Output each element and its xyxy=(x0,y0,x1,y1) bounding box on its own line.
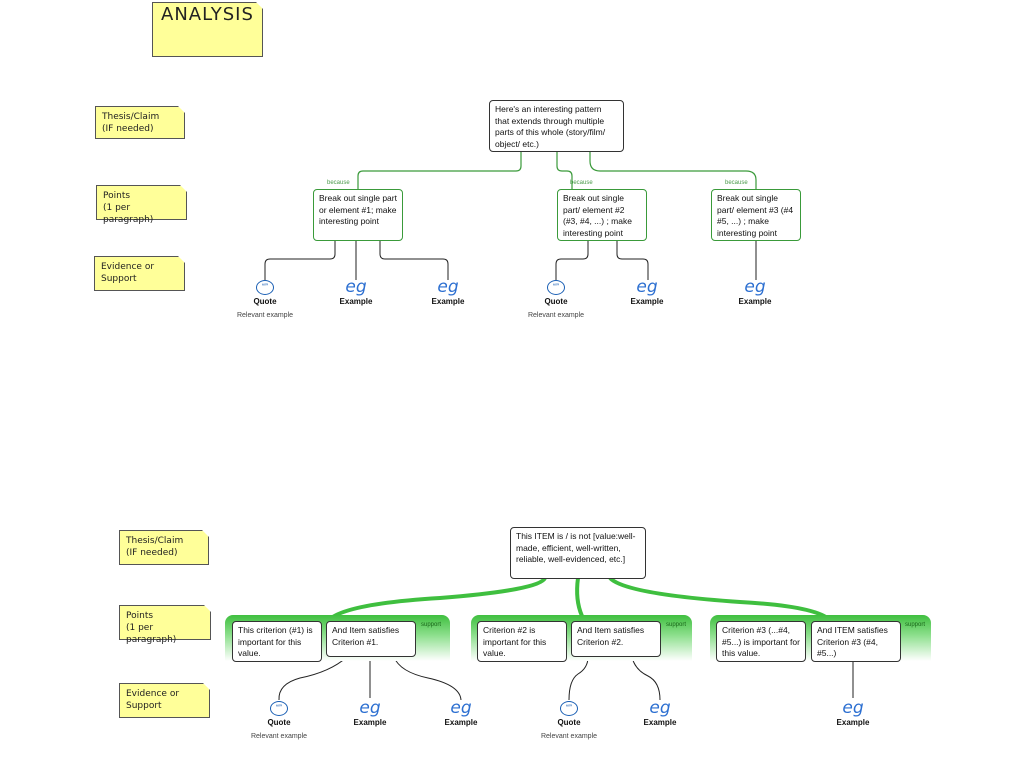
link-p2-example xyxy=(616,241,649,280)
support-label-1: support xyxy=(421,622,442,628)
top-point-2[interactable]: Break out single part/ element #2 (#3, #… xyxy=(557,189,647,241)
example-icon: eg xyxy=(359,698,381,718)
link-root-band1 xyxy=(325,576,547,624)
title-note: ANALYSIS xyxy=(152,2,263,57)
bottom-evidence-example-2[interactable]: eg Example xyxy=(426,698,496,728)
thesis-label-top: Thesis/Claim (IF needed) xyxy=(95,106,185,139)
top-evidence-quote-2[interactable]: “” Quote Relevant example xyxy=(521,280,591,319)
criterion-node-2[interactable]: Criterion #2 is important for this value… xyxy=(477,621,567,662)
example-icon: eg xyxy=(450,698,472,718)
bottom-root-node[interactable]: This ITEM is / is not [value:well-made, … xyxy=(510,527,646,579)
top-point-3[interactable]: Break out single part/ element #3 (#4 #5… xyxy=(711,189,801,241)
example-icon: eg xyxy=(649,698,671,718)
link-s1-example2 xyxy=(393,656,462,701)
example-label: Example xyxy=(836,718,870,727)
example-icon: eg xyxy=(842,698,864,718)
points-label-bottom: Points (1 per paragraph) xyxy=(119,605,211,645)
relevant-example-label: Relevant example xyxy=(250,733,308,740)
top-evidence-example-2[interactable]: eg Example xyxy=(413,277,483,307)
quote-label: Quote xyxy=(544,297,568,306)
relevant-example-label: Relevant example xyxy=(236,312,294,319)
because-label-2: because xyxy=(570,180,593,186)
top-evidence-example-1[interactable]: eg Example xyxy=(321,277,391,307)
top-evidence-quote-1[interactable]: “” Quote Relevant example xyxy=(230,280,300,319)
thesis-label-bottom: Thesis/Claim (IF needed) xyxy=(119,530,209,565)
example-label: Example xyxy=(444,718,478,727)
bottom-evidence-quote-2[interactable]: “” Quote Relevant example xyxy=(534,701,604,740)
quote-icon: “” xyxy=(547,280,565,295)
satisfies-node-1[interactable]: And Item satisfies Criterion #1. xyxy=(326,621,416,657)
because-label-3: because xyxy=(725,180,748,186)
quote-icon: “” xyxy=(256,280,274,295)
support-label-3: support xyxy=(905,622,926,628)
example-label: Example xyxy=(431,297,465,306)
link-s2-example xyxy=(631,656,661,701)
link-root-point3 xyxy=(589,152,757,190)
bottom-evidence-example-1[interactable]: eg Example xyxy=(335,698,405,728)
satisfies-node-2[interactable]: And Item satisfies Criterion #2. xyxy=(571,621,661,657)
top-root-node[interactable]: Here's an interesting pattern that exten… xyxy=(489,100,624,152)
quote-icon: “” xyxy=(560,701,578,716)
points-label-top: Points (1 per paragraph) xyxy=(96,185,187,225)
bottom-evidence-example-3[interactable]: eg Example xyxy=(625,698,695,728)
example-label: Example xyxy=(630,297,664,306)
bottom-evidence-example-4[interactable]: eg Example xyxy=(818,698,888,728)
link-p2-quote xyxy=(555,241,589,280)
example-label: Example xyxy=(738,297,772,306)
link-root-band3 xyxy=(608,576,832,622)
quote-label: Quote xyxy=(557,718,581,727)
link-root-point1 xyxy=(357,152,522,190)
evidence-label-bottom: Evidence or Support xyxy=(119,683,210,718)
example-label: Example xyxy=(339,297,373,306)
link-s2-quote xyxy=(568,656,589,701)
top-evidence-example-3[interactable]: eg Example xyxy=(612,277,682,307)
bottom-evidence-quote-1[interactable]: “” Quote Relevant example xyxy=(244,701,314,740)
criterion-node-1[interactable]: This criterion (#1) is important for thi… xyxy=(232,621,322,662)
link-root-point2 xyxy=(556,152,573,190)
example-icon: eg xyxy=(437,277,459,297)
top-evidence-example-4[interactable]: eg Example xyxy=(720,277,790,307)
relevant-example-label: Relevant example xyxy=(540,733,598,740)
quote-icon: “” xyxy=(270,701,288,716)
example-label: Example xyxy=(643,718,677,727)
top-point-1[interactable]: Break out single part or element #1; mak… xyxy=(313,189,403,241)
example-label: Example xyxy=(353,718,387,727)
quote-label: Quote xyxy=(267,718,291,727)
criterion-node-3[interactable]: Criterion #3 (...#4, #5...) is important… xyxy=(716,621,806,662)
evidence-label-top: Evidence or Support xyxy=(94,256,185,291)
satisfies-node-3[interactable]: And ITEM satisfies Criterion #3 (#4, #5.… xyxy=(811,621,901,662)
quote-label: Quote xyxy=(253,297,277,306)
link-s1-quote xyxy=(278,656,348,701)
support-label-2: support xyxy=(666,622,687,628)
link-root-band2 xyxy=(575,577,584,617)
because-label-1: because xyxy=(327,180,350,186)
example-icon: eg xyxy=(345,277,367,297)
example-icon: eg xyxy=(744,277,766,297)
relevant-example-label: Relevant example xyxy=(527,312,585,319)
link-p1-example2 xyxy=(379,241,449,280)
link-p1-quote xyxy=(264,241,336,280)
example-icon: eg xyxy=(636,277,658,297)
